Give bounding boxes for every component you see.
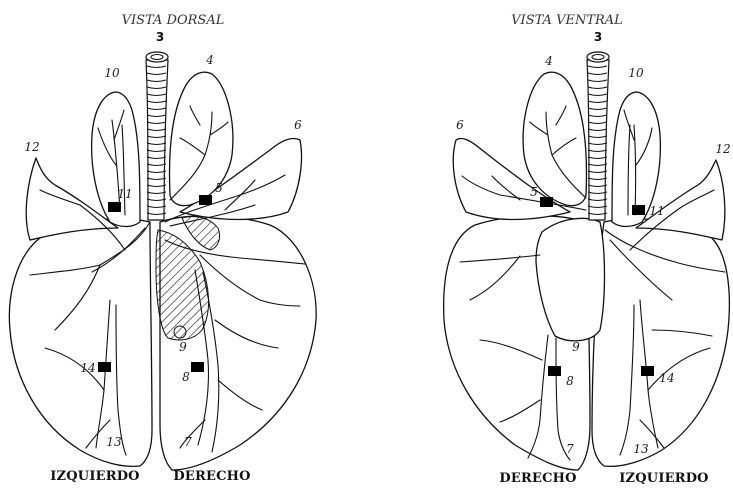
ventral-title: VISTA VENTRAL	[511, 13, 623, 28]
dorsal-lobe-13	[9, 219, 152, 467]
dorsal-label-9: 9	[179, 340, 187, 354]
ventral-lobe-13	[592, 219, 729, 467]
dorsal-marker-11	[108, 202, 121, 212]
ventral-marker-8	[548, 366, 561, 376]
ventral-trachea	[587, 52, 609, 220]
ventral-marker-14	[641, 366, 654, 376]
ventral-label-14: 14	[659, 371, 674, 385]
ventral-label-13: 13	[633, 442, 649, 456]
ventral-label-10: 10	[628, 66, 644, 80]
ventral-label-8: 8	[566, 374, 574, 388]
ventral-marker-5	[540, 197, 553, 207]
dorsal-right-side-label: DERECHO	[173, 469, 250, 484]
dorsal-label-6: 6	[294, 118, 302, 132]
ventral-label-4: 4	[544, 54, 553, 68]
dorsal-label-7: 7	[184, 435, 192, 449]
dorsal-label-11: 11	[117, 187, 132, 201]
ventral-marker-11	[632, 205, 645, 215]
dorsal-label-8: 8	[182, 370, 190, 384]
dorsal-trachea	[146, 52, 168, 220]
dorsal-label-12: 12	[24, 140, 39, 154]
ventral-label-9: 9	[572, 340, 580, 354]
ventral-left-side-label: DERECHO	[499, 471, 576, 486]
ventral-label-6: 6	[456, 118, 464, 132]
ventral-label-12: 12	[715, 142, 730, 156]
ventral-label-11: 11	[649, 204, 664, 218]
dorsal-left-side-label: IZQUIERDO	[50, 469, 139, 484]
dorsal-label-4: 4	[205, 53, 214, 67]
ventral-view: VISTA VENTRAL	[444, 13, 731, 486]
ventral-label-7: 7	[566, 442, 574, 456]
ventral-label-3: 3	[594, 30, 602, 44]
dorsal-view: VISTA DORSAL	[9, 13, 316, 484]
dorsal-marker-5	[199, 195, 212, 205]
dorsal-label-14: 14	[80, 361, 95, 375]
dorsal-label-10: 10	[104, 66, 120, 80]
dorsal-title: VISTA DORSAL	[122, 13, 225, 28]
ventral-label-5: 5	[530, 185, 538, 199]
dorsal-label-13: 13	[106, 435, 122, 449]
ventral-right-side-label: IZQUIERDO	[619, 471, 708, 486]
dorsal-marker-8	[191, 362, 204, 372]
dorsal-marker-14	[98, 362, 111, 372]
dorsal-label-3: 3	[156, 30, 164, 44]
dorsal-label-5: 5	[215, 181, 223, 195]
